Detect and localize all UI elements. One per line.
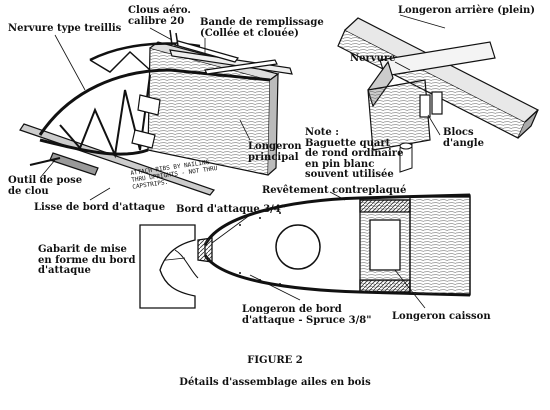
label-aero-nails: Clous aéro. calibre 20: [128, 5, 191, 27]
rib-spar-joint: [337, 17, 540, 151]
forming-jig: [139, 224, 196, 309]
label-plywood-skin: Revêtement contreplaqué: [262, 185, 407, 196]
label-leading-edge-spar: Longeron de bord d'attaque - Spruce 3/8": [242, 304, 372, 326]
airfoil-section: [197, 193, 471, 297]
label-rear-spar: Longeron arrière (plein): [398, 5, 535, 16]
nailing-tool: [49, 152, 99, 176]
label-leading-edge-stringer: Lisse de bord d'attaque: [34, 202, 166, 213]
label-note: Note : Baguette quart de rond ordinaire …: [305, 127, 404, 180]
figure-number: FIGURE 2: [247, 355, 303, 366]
rear-spar: [337, 29, 526, 139]
label-corner-blocks: Blocs d'angle: [443, 127, 484, 149]
lightening-hole: [275, 224, 321, 270]
label-nailing-tool: Outil de pose de clou: [8, 175, 83, 197]
truss-rib-assembly: [19, 29, 293, 196]
leading-edge-block: [197, 237, 213, 263]
label-filler-strip: Bande de remplissage (Collée et clouée): [200, 17, 324, 39]
corner-block: [419, 94, 431, 118]
label-forming-jig: Gabarit de mise en forme du bord d'attaq…: [38, 244, 136, 276]
label-box-spar: Longeron caisson: [392, 311, 491, 322]
label-main-spar: Longeron principal: [248, 141, 302, 163]
figure-title: Détails d'assemblage ailes en bois: [179, 377, 371, 388]
label-truss-rib: Nervure type treillis: [8, 23, 122, 34]
label-rib: Nervure: [350, 53, 396, 64]
leading-edge-stringer: [19, 123, 215, 196]
label-leading-edge: Bord d'attaque 3/4": [176, 204, 286, 215]
truss-rib: [38, 68, 271, 136]
